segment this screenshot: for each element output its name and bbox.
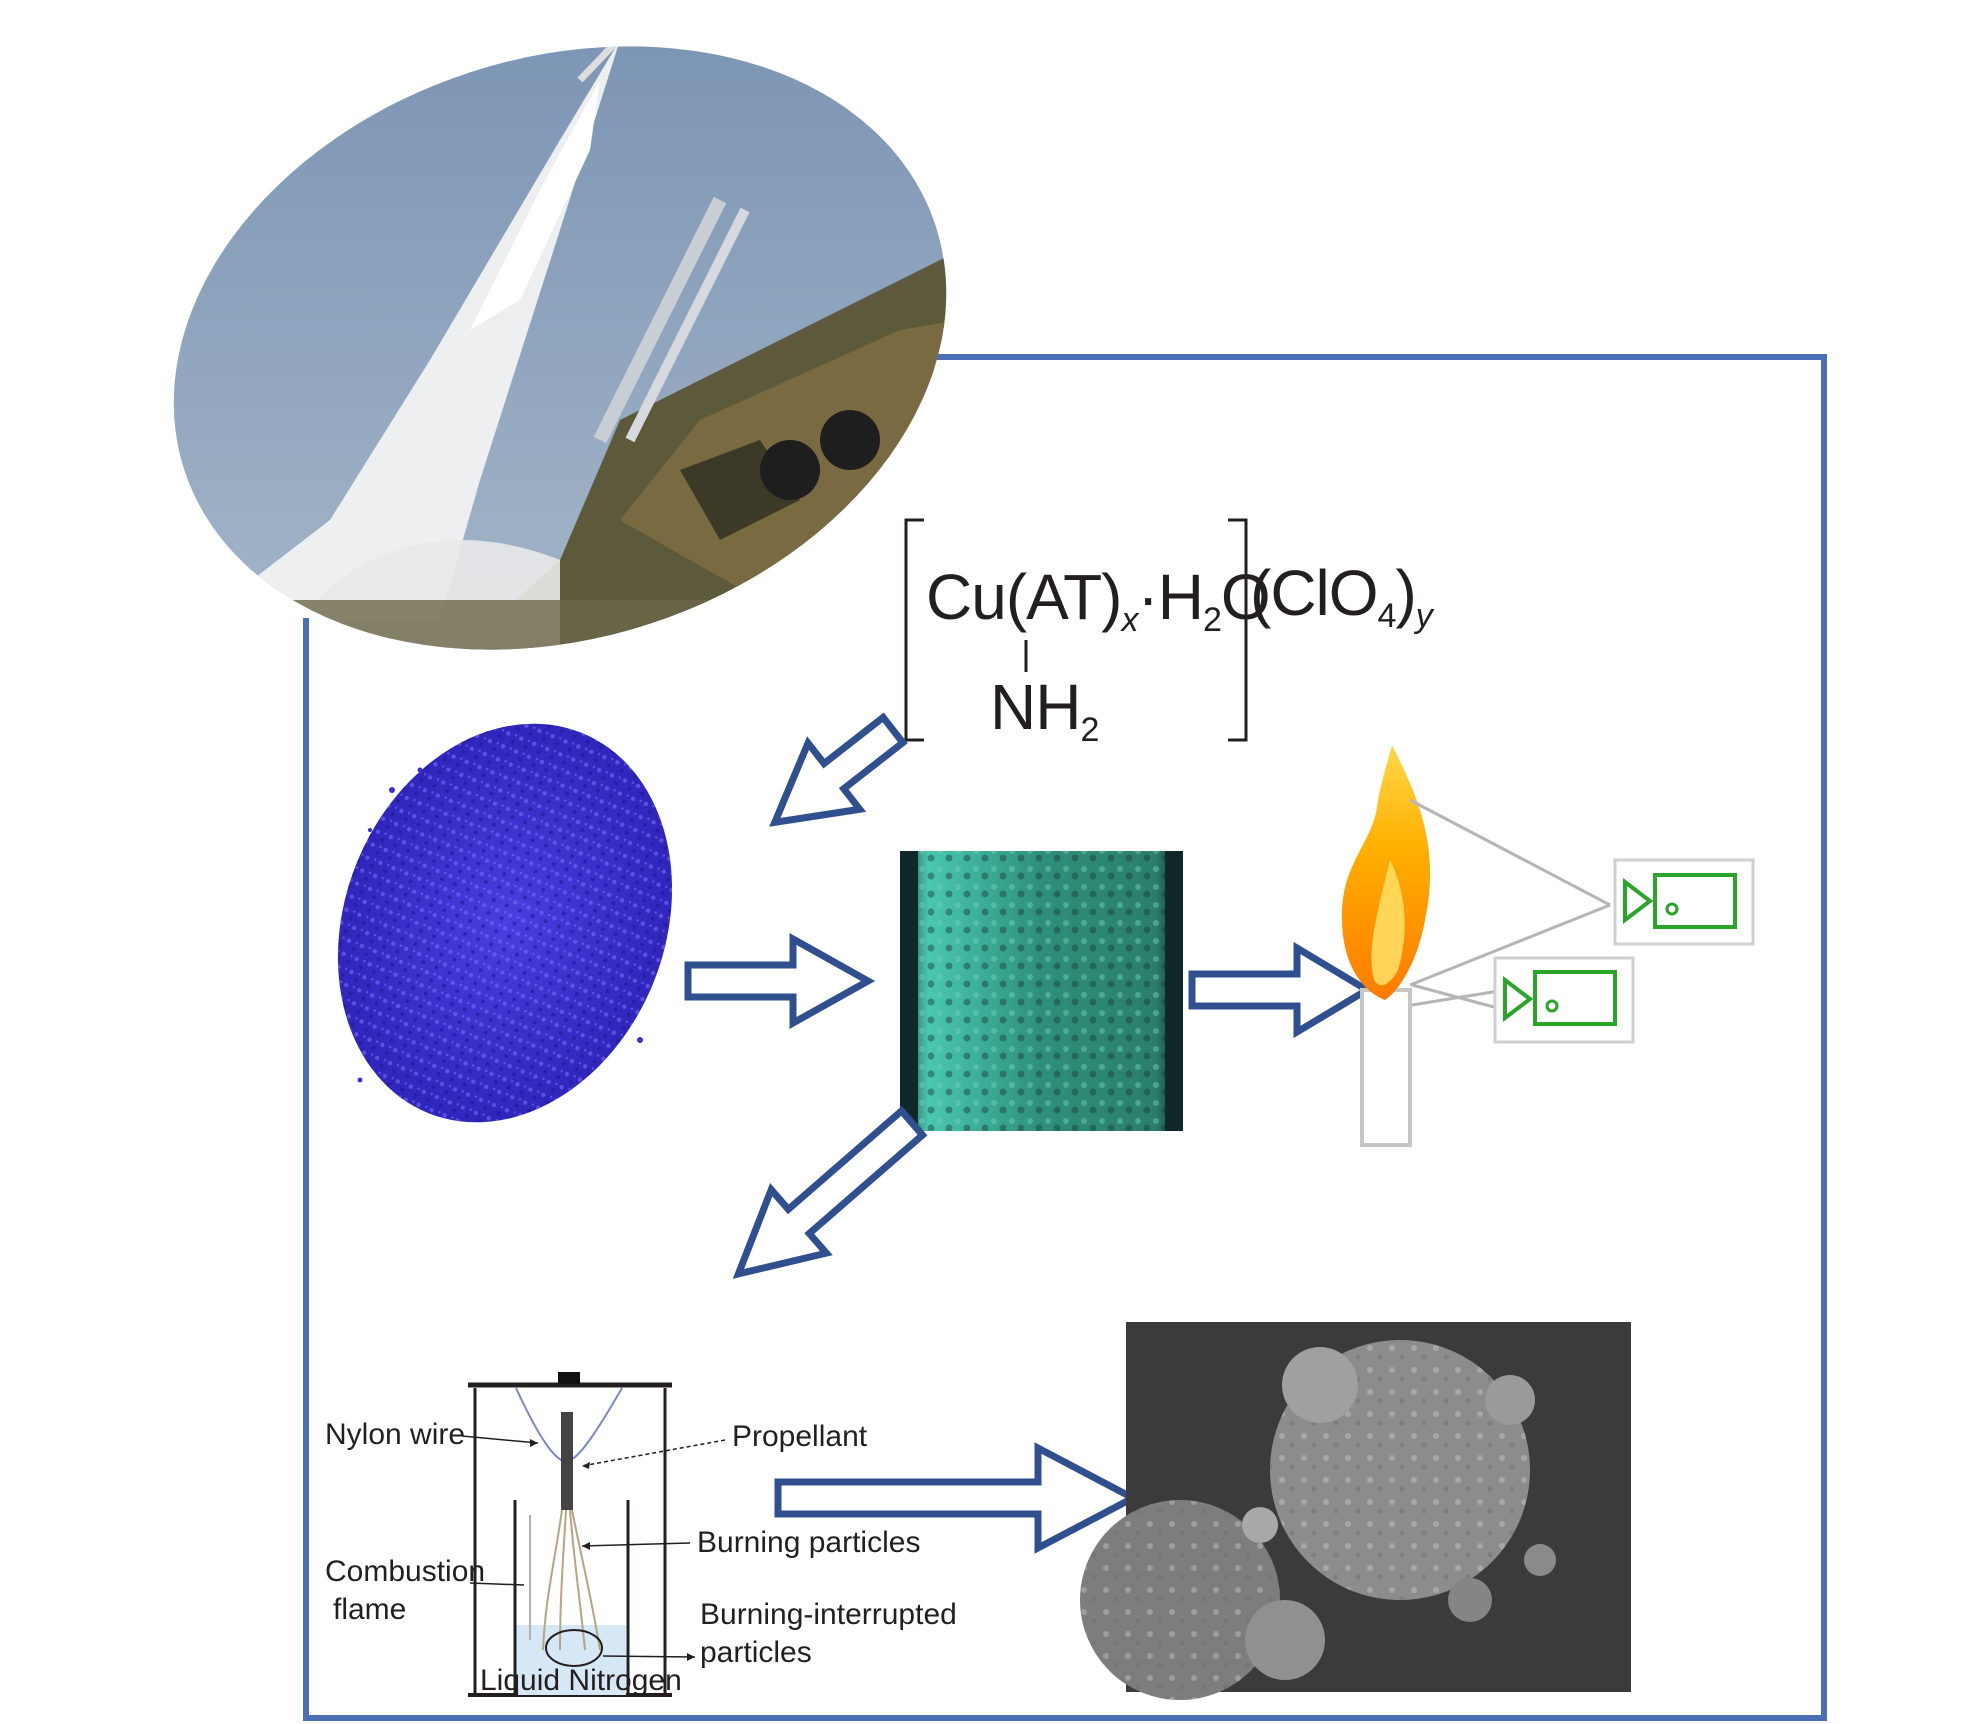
camera-sight-lines (1409, 798, 1611, 1012)
label-propellant: Propellant (732, 1420, 868, 1453)
formula-counterion-open: (ClO (1250, 557, 1379, 629)
formula-counterion-subscript: 4 (1377, 597, 1397, 635)
arrow-grain-to-flame (1188, 941, 1374, 1039)
formula-counterion-close: ) (1395, 557, 1416, 629)
arrow-apparatus-to-sem (774, 1442, 1141, 1554)
formula-amine-group: NH (990, 671, 1081, 743)
flame-icon (1341, 745, 1431, 1147)
label-nylon-wire: Nylon wire (325, 1418, 466, 1451)
formula-water: H (1157, 561, 1204, 633)
formula-counterion: (ClO4)y (1250, 556, 1433, 636)
formula-dot: · (1137, 561, 1158, 633)
formula-amine-subscript: 2 (1080, 711, 1099, 749)
arrow-grain-to-apparatus (732, 1105, 928, 1279)
formula-main: Cu(AT)x·H2O (926, 560, 1271, 640)
propellant-grain-photo (900, 851, 1183, 1131)
camera-icon (1613, 858, 1755, 946)
camera-icon (1493, 956, 1635, 1044)
label-flame: flame (333, 1593, 407, 1626)
formula-metal: Cu (926, 561, 1007, 633)
formula-ligand: (AT) (1005, 561, 1123, 633)
arrow-powder-to-grain (684, 933, 876, 1029)
label-burning-interrupted-particles: particles (700, 1636, 812, 1669)
rocket-launch-photo (150, 30, 970, 680)
formula-water-tail: O (1220, 561, 1271, 633)
formula-amine: NH2 (990, 670, 1099, 750)
formula-counterion-outer-subscript: y (1415, 597, 1433, 635)
formula-ligand-subscript: x (1121, 601, 1138, 639)
label-combustion: Combustion (325, 1555, 486, 1588)
label-burning-particles: Burning particles (697, 1526, 921, 1559)
sem-particle-photo (1080, 1322, 1631, 1700)
formula-water-subscript: 2 (1203, 601, 1222, 639)
formula-bracket (904, 518, 1248, 742)
combustion-apparatus (461, 1372, 726, 1697)
main-frame (303, 354, 1827, 1721)
arrow-formula-to-powder (769, 712, 908, 827)
blue-powder-photo (337, 723, 673, 1123)
label-liquid-nitrogen: Liquid Nitrogen (480, 1664, 682, 1697)
label-burning-interrupted: Burning-interrupted (700, 1598, 957, 1631)
